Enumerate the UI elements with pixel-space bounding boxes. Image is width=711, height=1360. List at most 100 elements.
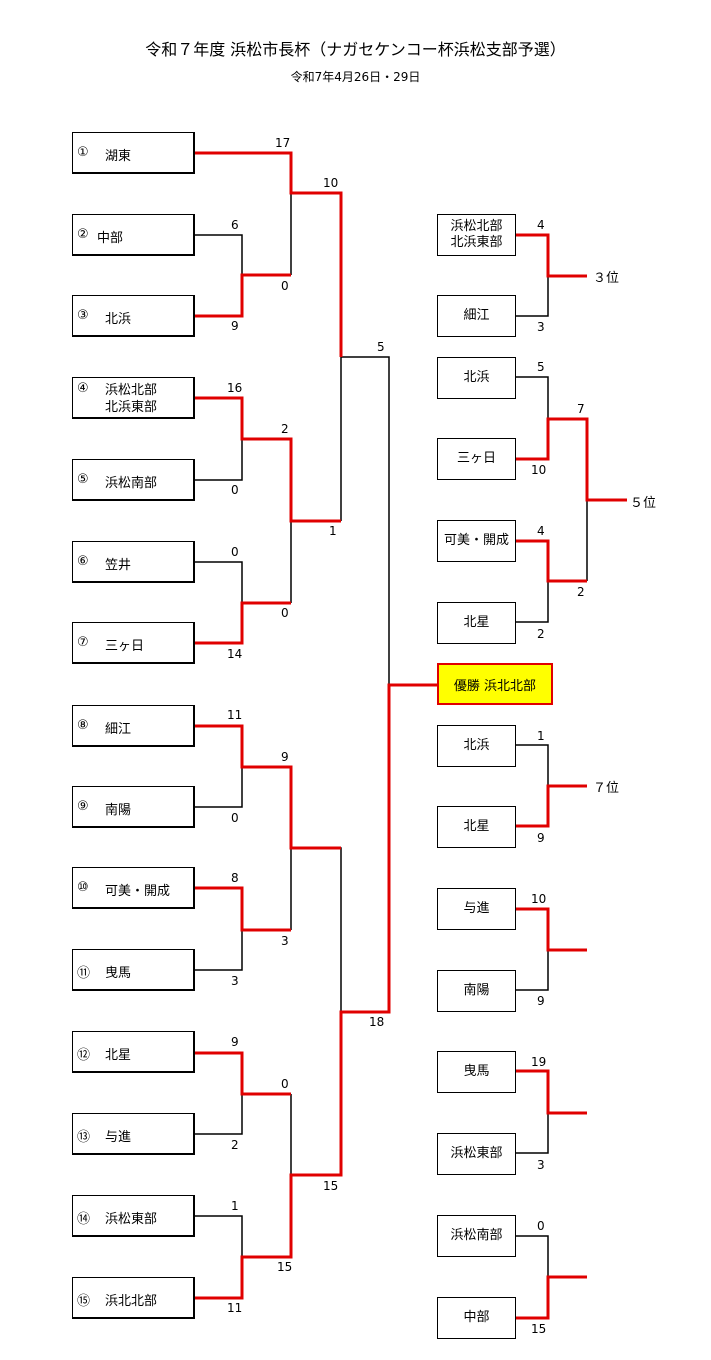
seed-number: ③ — [77, 308, 89, 323]
seed-number: ⑤ — [77, 472, 89, 487]
team-name: 北星 — [463, 615, 490, 630]
team-name: 与進 — [105, 1130, 132, 1145]
team-box: 北浜 — [437, 725, 516, 767]
score: 3 — [281, 934, 289, 948]
team-name: 南陽 — [105, 803, 132, 818]
score: 0 — [537, 1219, 545, 1233]
score: 0 — [231, 811, 239, 825]
score: 1 — [329, 524, 337, 538]
third-place-label: ３位 — [593, 271, 620, 286]
score: 9 — [231, 319, 239, 333]
team-box: ⑨ 南陽 — [72, 786, 195, 828]
team-box: ⑮ 浜北北部 — [72, 1277, 195, 1319]
team-name: 浜松南部 — [105, 476, 158, 491]
score: 8 — [231, 871, 239, 885]
team-box: 北星 — [437, 806, 516, 848]
team-name: 中部 — [97, 231, 124, 246]
seed-number: ⑦ — [77, 635, 89, 650]
team-box: 細江 — [437, 295, 516, 337]
team-box: 三ヶ日 — [437, 438, 516, 480]
champion-label: 優勝 浜北北部 — [453, 678, 537, 694]
team-box: ④ 浜松北部 北浜東部 — [72, 377, 195, 419]
score: 19 — [531, 1055, 547, 1069]
score: 11 — [227, 1301, 243, 1315]
team-box: 北星 — [437, 602, 516, 644]
score: 6 — [231, 218, 239, 232]
team-box: 浜松北部 北浜東部 — [437, 214, 516, 256]
team-name: 曳馬 — [463, 1064, 490, 1079]
seed-number: ④ — [77, 381, 89, 396]
team-name: 曳馬 — [105, 966, 132, 981]
team-name: 北浜 — [463, 738, 490, 753]
fifth-place-label: ５位 — [630, 496, 657, 511]
team-name: 湖東 — [105, 149, 132, 164]
team-name: 浜松南部 — [450, 1228, 503, 1243]
score: 11 — [227, 708, 243, 722]
seed-number: ⑫ — [77, 1048, 91, 1063]
team-name: 三ヶ日 — [105, 639, 145, 654]
score: 16 — [227, 381, 243, 395]
score: 0 — [281, 1077, 289, 1091]
team-box: ⑧ 細江 — [72, 705, 195, 747]
seed-number: ⑮ — [77, 1294, 91, 1309]
page-title: 令和７年度 浜松市長杯（ナガセケンコー杯浜松支部予選） — [145, 40, 566, 59]
team-name: 与進 — [463, 901, 490, 916]
team-box: 北浜 — [437, 357, 516, 399]
team-name: 浜松東部 — [450, 1146, 503, 1161]
score: 9 — [537, 831, 545, 845]
team-name: 細江 — [463, 308, 490, 323]
score: 0 — [231, 483, 239, 497]
team-name: 北浜 — [463, 370, 490, 385]
team-name: 南陽 — [463, 983, 490, 998]
event-date: 令和7年4月26日・29日 — [290, 70, 421, 84]
team-box: 南陽 — [437, 970, 516, 1012]
team-name: 浜松北部 北浜東部 — [450, 219, 503, 250]
team-name: 細江 — [105, 722, 132, 737]
seed-number: ⑧ — [77, 718, 89, 733]
team-name: 笠井 — [105, 558, 132, 573]
seed-number: ⑥ — [77, 554, 89, 569]
seed-number: ② — [77, 227, 89, 242]
score: 15 — [277, 1260, 293, 1274]
score: 3 — [537, 320, 545, 334]
team-name: 北星 — [463, 819, 490, 834]
team-name: 北浜 — [105, 312, 132, 327]
team-box: 浜松東部 — [437, 1133, 516, 1175]
score: 4 — [537, 524, 545, 538]
score: 4 — [537, 218, 545, 232]
score: 1 — [537, 729, 545, 743]
score: 2 — [577, 585, 585, 599]
team-box: ③ 北浜 — [72, 295, 195, 337]
score: 10 — [531, 892, 547, 906]
team-name: 中部 — [463, 1310, 490, 1325]
score: 9 — [281, 750, 289, 764]
score: 7 — [577, 402, 585, 416]
team-name: 浜北北部 — [105, 1294, 158, 1309]
team-box: 中部 — [437, 1297, 516, 1339]
score: 0 — [231, 545, 239, 559]
score: 0 — [281, 606, 289, 620]
score: 2 — [281, 422, 289, 436]
score: 9 — [231, 1035, 239, 1049]
team-box: ⑥ 笠井 — [72, 541, 195, 583]
team-box: 可美・開成 — [437, 520, 516, 562]
seventh-place-label: ７位 — [593, 781, 620, 796]
team-box: 与進 — [437, 888, 516, 930]
score: 15 — [531, 1322, 547, 1336]
seed-number: ⑨ — [77, 799, 89, 814]
team-box: ② 中部 — [72, 214, 195, 256]
team-name: 可美・開成 — [443, 533, 509, 548]
team-box: ⑦ 三ヶ日 — [72, 622, 195, 664]
score: 9 — [537, 994, 545, 1008]
score: 0 — [281, 279, 289, 293]
score: 2 — [231, 1138, 239, 1152]
team-name: 浜松北部 北浜東部 — [105, 383, 158, 415]
team-box: ⑤ 浜松南部 — [72, 459, 195, 501]
seed-number: ⑪ — [77, 966, 91, 981]
